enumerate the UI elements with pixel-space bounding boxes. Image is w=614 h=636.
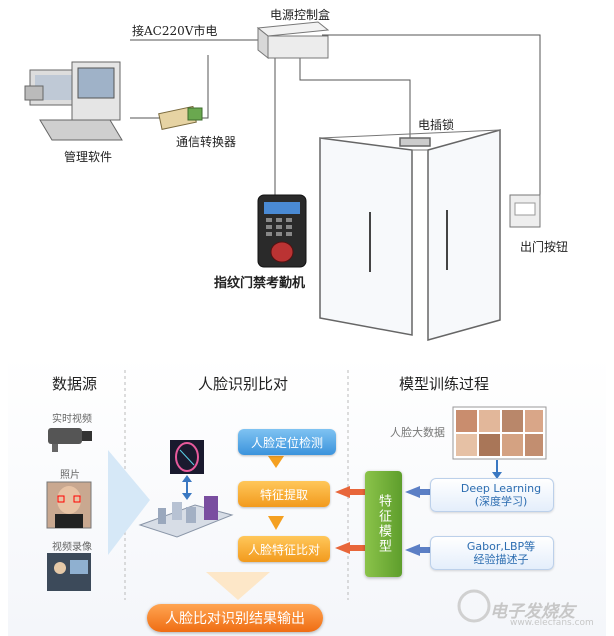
arrow-step1-2	[268, 456, 284, 468]
arrow-db-to-dl-head	[492, 472, 502, 479]
updown-arrow-down	[182, 493, 192, 500]
face-db-label: 人脸大数据	[390, 426, 445, 439]
photo-icon	[46, 481, 92, 529]
power-box-label: 电源控制盒	[270, 8, 331, 22]
source-label-recorded-video: 视频录像	[52, 542, 92, 553]
terminal-label: 指纹门禁考勤机	[214, 276, 306, 291]
watermark-url: www.elecfans.com	[510, 618, 594, 628]
step-feature-compare: 人脸特征比对	[238, 536, 330, 562]
camera-icon	[48, 428, 92, 452]
wiring	[130, 34, 541, 195]
arrow-gabor-to-model	[405, 544, 430, 556]
power-box-icon	[256, 21, 330, 60]
source-chevron	[108, 450, 150, 555]
arrow-dl-to-model	[405, 486, 430, 498]
power-input-label: 接AC220V市电	[132, 24, 218, 38]
exit-button-label: 出门按钮	[520, 240, 569, 254]
result-output-box: 人脸比对识别结果输出	[147, 604, 323, 632]
arrow-to-result	[206, 572, 270, 600]
software-label: 管理软件	[64, 150, 113, 164]
col-title-recognition: 人脸识别比对	[198, 375, 289, 393]
video-icon	[47, 553, 91, 591]
updown-arrow-up	[182, 475, 192, 482]
col-title-training: 模型训练过程	[399, 375, 490, 393]
method-descriptors-line2: 经验描述子	[473, 553, 529, 566]
source-label-live-video: 实时视频	[52, 414, 92, 425]
watermark-logo-icon	[457, 589, 491, 623]
method-deep-learning-line1: Deep Learning	[460, 482, 542, 495]
arrow-model-to-compare	[335, 542, 365, 554]
face-grid-icon	[452, 406, 547, 460]
method-deep-learning: Deep Learning (深度学习)	[430, 478, 554, 512]
exit-button-icon	[509, 194, 541, 228]
converter-icon	[158, 105, 203, 130]
computer-icon	[24, 61, 123, 141]
door-frame	[319, 129, 501, 151]
face-mesh-icon	[170, 440, 204, 474]
arrow-step2-3	[268, 516, 284, 530]
method-deep-learning-line2: (深度学习)	[474, 495, 528, 508]
method-descriptors: Gabor,LBP等 经验描述子	[430, 536, 554, 570]
fingerprint-terminal-icon	[257, 194, 307, 268]
server-platform-icon	[138, 496, 234, 538]
source-label-photo: 照片	[60, 470, 80, 481]
converter-label: 通信转换器	[176, 135, 237, 149]
method-descriptors-line1: Gabor,LBP等	[466, 540, 536, 553]
arrow-model-to-extract	[335, 486, 365, 498]
step-face-detection: 人脸定位检测	[238, 429, 336, 455]
watermark-text: 电子发烧友	[490, 602, 575, 622]
glass-doors	[319, 129, 501, 341]
col-title-sources: 数据源	[52, 375, 98, 393]
feature-model-box: 特征模型	[365, 471, 402, 577]
door-lock-label: 电插锁	[418, 118, 455, 132]
step-feature-extraction: 特征提取	[238, 481, 330, 507]
